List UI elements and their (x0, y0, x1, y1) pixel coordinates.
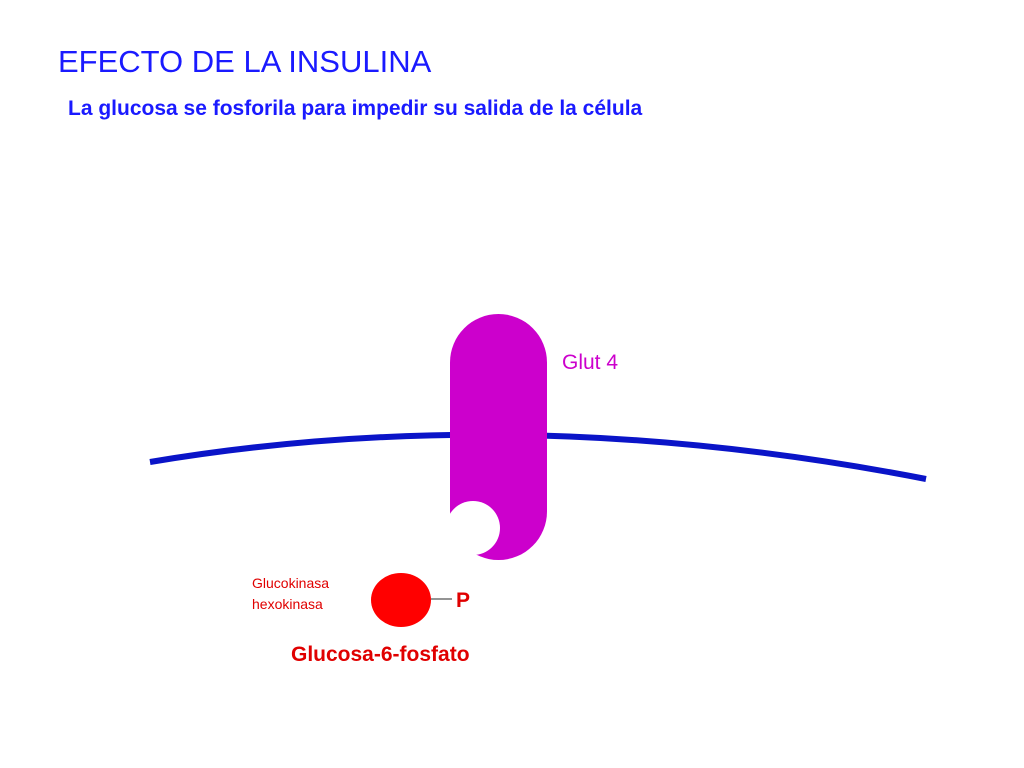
phosphate-label: P (456, 589, 470, 612)
glut4-label: Glut 4 (562, 351, 618, 374)
glut4-transporter (446, 314, 547, 560)
enzyme-label-line1: Glucokinasa (252, 575, 329, 591)
enzyme-label-line2: hexokinasa (252, 596, 323, 612)
glucose-molecule (371, 573, 431, 627)
slide-subtitle: La glucosa se fosforila para impedir su … (68, 97, 643, 120)
slide-title: EFECTO DE LA INSULINA (58, 44, 432, 79)
product-label: Glucosa-6-fosfato (291, 643, 470, 666)
